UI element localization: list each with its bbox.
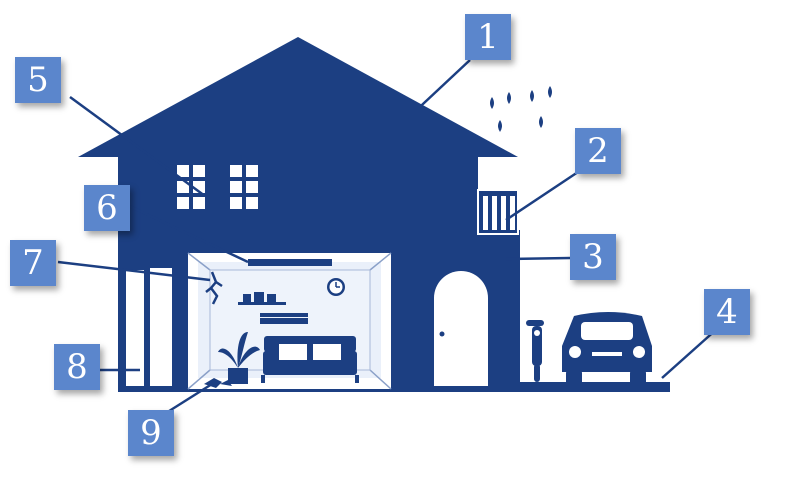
leader-line-7 [57, 260, 211, 282]
ceiling-vent [248, 259, 332, 266]
leader-line-5 [69, 95, 206, 198]
leader-line-3 [505, 256, 571, 261]
leader-line-2 [505, 170, 579, 222]
shelf-icon [238, 292, 286, 305]
callout-9: 9 [128, 410, 174, 456]
balcony-railing [477, 189, 519, 235]
wall-clock-icon [327, 278, 345, 296]
sofa-icon [261, 336, 359, 383]
upper-windows [177, 165, 258, 209]
callout-5-label: 5 [27, 60, 49, 100]
callout-4: 4 [704, 289, 750, 335]
callout-8: 8 [54, 344, 100, 390]
bench-icon [260, 313, 308, 324]
scooter-icon [526, 320, 544, 382]
callout-3: 3 [570, 234, 616, 280]
callout-2: 2 [575, 128, 621, 174]
wall-crack [205, 271, 223, 305]
leader-line-9 [165, 382, 213, 415]
callout-2-label: 2 [587, 131, 609, 171]
car-icon [562, 312, 652, 386]
callout-4-label: 4 [716, 292, 738, 332]
leader-line-1 [407, 59, 471, 119]
ground-line [118, 382, 670, 392]
leader-lines [57, 59, 719, 415]
driveway-ground [552, 382, 670, 392]
callout-6: 6 [84, 185, 130, 231]
leader-line-4 [661, 327, 719, 379]
plant-icon [218, 332, 260, 384]
callout-7-label: 7 [22, 243, 44, 283]
rain-drops-icon [490, 86, 552, 132]
side-pillars [126, 268, 172, 386]
roof [78, 37, 518, 157]
callout-7: 7 [10, 240, 56, 286]
callout-6-label: 6 [96, 188, 118, 228]
callout-8-label: 8 [66, 347, 88, 387]
callout-1-label: 1 [477, 17, 499, 57]
leader-line-6 [124, 202, 249, 264]
callout-1: 1 [465, 14, 511, 60]
callout-9-label: 9 [140, 413, 162, 453]
door-icon [434, 271, 488, 386]
callout-3-label: 3 [582, 237, 604, 277]
callout-5: 5 [15, 57, 61, 103]
